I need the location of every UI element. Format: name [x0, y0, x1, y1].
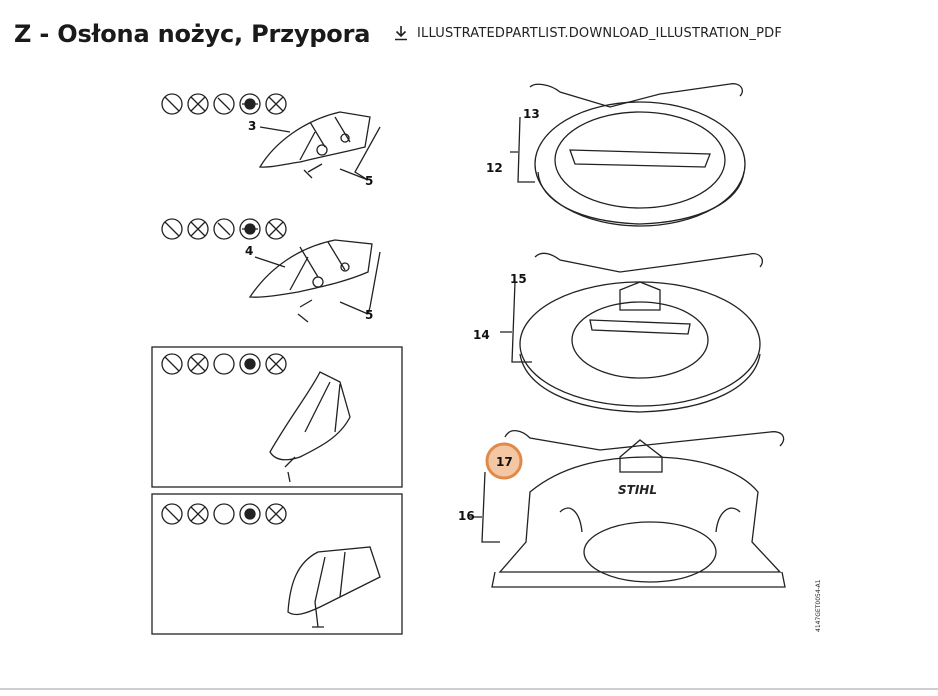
download-icon: [395, 26, 407, 41]
label-part-16: 16: [458, 509, 475, 523]
leader-5a: [339, 126, 381, 181]
parts-illustration: 3 5 4 5: [140, 72, 830, 648]
label-part-13: 13: [523, 107, 540, 121]
spring-part-13: [529, 83, 744, 108]
variant-box-1: [151, 346, 403, 488]
guard-part-12: [534, 101, 746, 227]
callout-part-17[interactable]: 17: [485, 442, 523, 480]
spring-part-15: [534, 252, 764, 273]
deflector-part-4: [248, 239, 373, 323]
deflector-part-3: [258, 111, 371, 179]
label-part-17: 17: [496, 455, 513, 469]
download-illustration-label: ILLUSTRATEDPARTLIST.DOWNLOAD_ILLUSTRATIO…: [417, 25, 783, 41]
document-reference: 4147GET0054-A1: [815, 579, 822, 632]
variant-box-2: [151, 493, 403, 635]
stihl-brand-mark: STIHL: [618, 483, 657, 497]
spring-part-17: [504, 430, 785, 451]
label-part-3: 3: [248, 119, 256, 133]
leader-5b: [339, 251, 381, 315]
page-title: Z - Osłona nożyc, Przypora: [14, 20, 371, 48]
leader-3: [259, 126, 291, 133]
label-part-14: 14: [473, 328, 490, 342]
header: Z - Osłona nożyc, Przypora: [14, 14, 370, 54]
leader-13-12: [510, 116, 535, 183]
leader-4: [254, 256, 286, 268]
label-part-5b: 5: [365, 308, 373, 322]
label-part-15: 15: [510, 272, 527, 286]
guard-part-16: STIHL: [491, 439, 786, 588]
bottom-divider: [0, 688, 938, 690]
accessory-icons-row-1: [161, 93, 287, 115]
leader-16: [470, 471, 500, 543]
accessory-icons-row-2: [161, 218, 287, 240]
label-part-5a: 5: [365, 174, 373, 188]
label-part-4: 4: [245, 244, 253, 258]
label-part-12: 12: [486, 161, 503, 175]
guard-part-14: [519, 281, 761, 413]
download-illustration-link[interactable]: ILLUSTRATEDPARTLIST.DOWNLOAD_ILLUSTRATIO…: [393, 25, 782, 41]
